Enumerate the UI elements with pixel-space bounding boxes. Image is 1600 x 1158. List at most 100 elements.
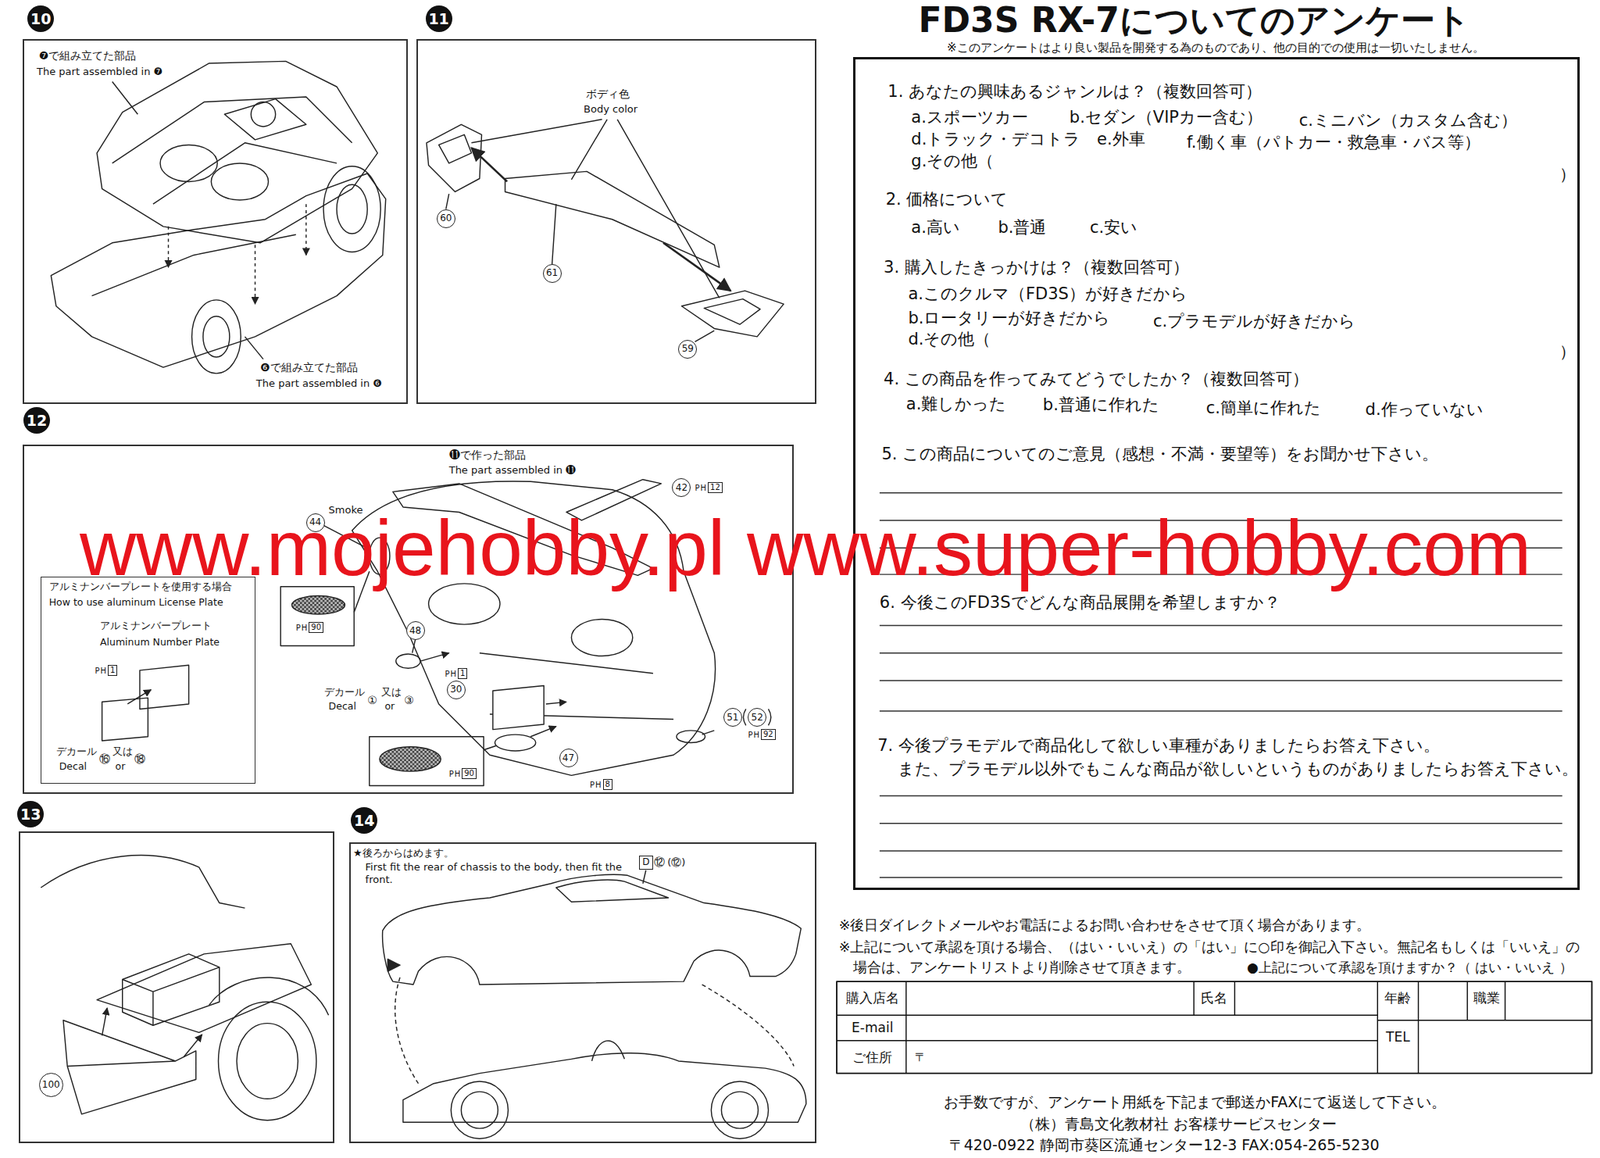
- illustration-path: [139, 664, 190, 709]
- illustration-ellipse: [210, 163, 268, 200]
- callout-number: 60: [436, 209, 456, 229]
- callout-number: 52: [747, 707, 767, 727]
- label-text: a.難しかった: [906, 394, 1008, 415]
- illustration-path: [40, 855, 245, 909]
- label-text: b.セダン（VIPカー含む）: [1069, 107, 1263, 128]
- label-text: ③: [403, 693, 415, 708]
- illustration-circle: [250, 102, 275, 127]
- illustration-path: [112, 96, 353, 164]
- illustration-path: [254, 244, 256, 304]
- illustration-path: [663, 242, 731, 291]
- label-text: First fit the rear of chassis to the bod…: [365, 860, 632, 886]
- illustration-ellipse: [379, 746, 441, 772]
- illustration-path: [505, 171, 720, 268]
- illustration-rect: [280, 586, 354, 647]
- part-number: 90: [461, 767, 477, 779]
- label-text: f.働く車（パトカー・救急車・バス等）: [1186, 132, 1481, 153]
- illustration-path: [471, 147, 508, 182]
- callout-text: 61: [546, 267, 558, 279]
- label-text: 又は: [112, 745, 133, 758]
- step-number: 10: [27, 5, 54, 33]
- callout-text: 100: [42, 1079, 61, 1090]
- illustration-path: [556, 879, 669, 902]
- illustration-path: [642, 870, 647, 884]
- label-text: ⑯: [99, 752, 111, 766]
- illustration-ellipse: [336, 184, 368, 234]
- label-text: b.ロータリーが好きだから: [907, 308, 1111, 329]
- illustration-path: [127, 689, 151, 704]
- label-text: The part assembled in ❻: [256, 377, 383, 390]
- illustration-path: [122, 967, 220, 1025]
- table-cell: 氏名: [1200, 989, 1228, 1006]
- label-text: 2. 価格について: [885, 189, 1009, 210]
- step-number: 13: [17, 800, 44, 828]
- table-cell: 〒: [914, 1050, 927, 1065]
- part-code-box: PH1: [444, 667, 468, 679]
- label-text: 4. この商品を作ってみてどうでしたか？（複数回答可）: [883, 369, 1309, 390]
- label-text: The part assembled in ❼: [36, 65, 163, 79]
- label-text: デカール: [56, 745, 97, 758]
- callout-number: 47: [559, 748, 579, 768]
- part-letter: D: [642, 857, 650, 868]
- illustration-path: [420, 653, 450, 661]
- illustration-path: [446, 193, 715, 342]
- label-text: c.プラモデルが好きだから: [1153, 311, 1356, 332]
- step-number: 14: [350, 807, 378, 834]
- part-number: 12: [707, 482, 723, 493]
- label-text: Aluminum Number Plate: [100, 635, 220, 648]
- label-text: (⑫): [667, 856, 686, 869]
- label-text: ①: [367, 693, 378, 708]
- label-text: 1. あなたの興味あるジャンルは？（複数回答可）: [887, 82, 1262, 102]
- label-text: e.外車: [1096, 129, 1146, 150]
- callout-text: 60: [439, 213, 452, 224]
- part-prefix: PH: [94, 666, 108, 675]
- illustration-circle: [450, 1081, 508, 1139]
- label-text: Decal: [59, 760, 87, 772]
- step-panel: 13100: [18, 831, 336, 1143]
- illustration-path: [102, 1007, 108, 1036]
- illustration-rect: [836, 981, 1593, 1074]
- illustration-ellipse: [676, 730, 706, 743]
- illustration-path: [836, 981, 1593, 1074]
- illustration-path: [122, 953, 220, 1025]
- note-text: お手数ですが、アンケート用紙を下記まで郵送かFAXにて返送して下さい。: [943, 1092, 1447, 1111]
- label-text: a.このクルマ（FD3S）が好きだから: [907, 284, 1187, 304]
- callout-text: 30: [450, 684, 462, 695]
- illustration-rect: [369, 736, 484, 786]
- part-letter-box: D: [639, 855, 654, 870]
- label-text: or: [384, 700, 395, 712]
- table-cell: E-mail: [851, 1019, 893, 1036]
- part-code-box: PH90: [449, 767, 477, 779]
- illustration-path: [412, 639, 416, 654]
- label-text: d.その他（: [907, 329, 991, 350]
- callout-text: 51: [726, 712, 739, 723]
- illustration-path: [382, 874, 802, 985]
- part-number: 90: [308, 621, 324, 633]
- callout-number: 48: [406, 621, 425, 640]
- table-cell: ご住所: [852, 1049, 893, 1065]
- label-text: ⑱: [134, 752, 146, 766]
- label-text: 又は: [381, 685, 402, 699]
- callout-number: 30: [446, 680, 466, 700]
- illustration-circle: [721, 1091, 758, 1129]
- illustration-g: [40, 60, 1592, 1139]
- label-text: ボディ色: [585, 87, 630, 101]
- illustration-ellipse: [494, 734, 536, 751]
- label-text: デカール: [324, 685, 365, 699]
- illustration-ellipse: [396, 653, 421, 668]
- step-number: 11: [425, 5, 453, 33]
- callout-number: 61: [542, 264, 562, 283]
- part-prefix: PH: [747, 730, 761, 740]
- illustration-path: [183, 1034, 203, 1058]
- callout-text: 59: [682, 343, 694, 354]
- label-text: b.普通に作れた: [1042, 395, 1160, 415]
- illustration-path: [471, 119, 719, 299]
- illustration-ellipse: [292, 596, 346, 615]
- illustration-path: [63, 1020, 197, 1115]
- part-code-box: PH8: [589, 778, 613, 790]
- illustration-circle: [460, 1091, 498, 1129]
- part-code-box: PH92: [747, 728, 775, 740]
- illustration-ellipse: [203, 316, 230, 358]
- label-text: The part assembled in ⓫: [449, 464, 577, 477]
